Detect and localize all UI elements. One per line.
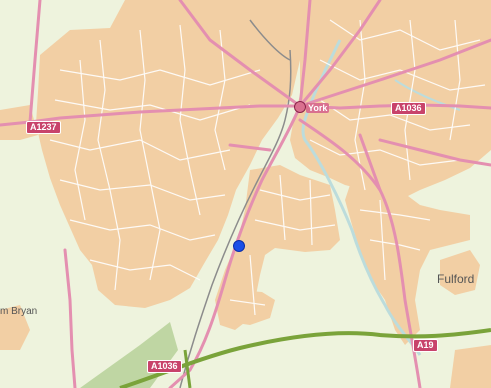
ring-road-spur [183,349,192,388]
road-shield-a19: A19 [413,339,438,352]
place-label-york[interactable]: York [306,103,330,113]
york-city-dot[interactable] [294,101,306,113]
minor-streets [49,19,486,316]
river [301,39,422,356]
road-shield-a1237: A1237 [26,121,61,134]
location-marker-icon[interactable] [233,240,245,252]
road-shield-a1036-east: A1036 [391,102,426,115]
railway-branch [249,19,291,61]
road-shield-a1036-south: A1036 [147,360,182,373]
place-label-fulford: Fulford [437,272,475,286]
place-label-bryan: m Bryan [0,306,38,317]
